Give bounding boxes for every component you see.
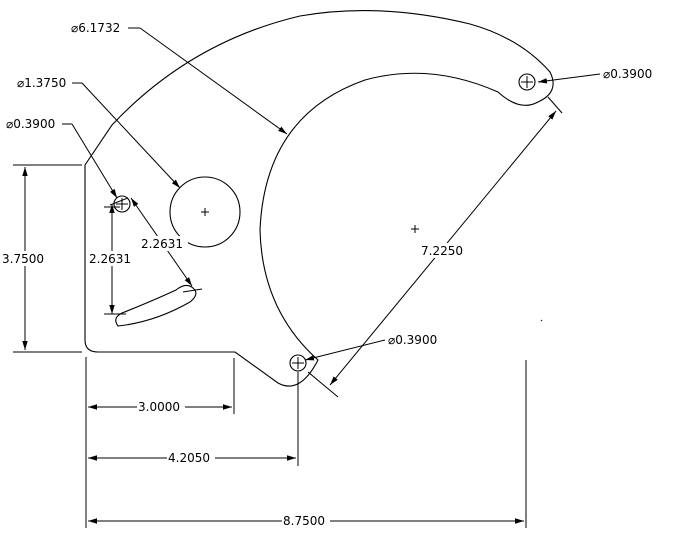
dim-label-slot-diagonal: 2.2631 [141, 237, 183, 251]
hole-bottom [289, 354, 307, 372]
dim-label-width-3: 3.0000 [138, 400, 180, 414]
curved-slot [115, 284, 197, 327]
dim-label-width-4: 4.2050 [168, 451, 210, 465]
holes [113, 73, 536, 372]
dim-label-large-hole-diameter: ⌀1.3750 [17, 76, 66, 90]
dim-label-width-total: 8.7500 [283, 514, 325, 528]
dim-label-slot-vertical: 2.2631 [89, 252, 131, 266]
hole-right [518, 73, 536, 91]
dim-label-height: 3.7500 [2, 252, 44, 266]
dim-label-hole-to-hole: 7.2250 [421, 244, 463, 258]
dimension-lines [13, 27, 601, 528]
part-outline [84, 10, 554, 387]
dimension-labels: ⌀6.1732 ⌀1.3750 ⌀0.3900 ⌀0.3900 ⌀0.3900 … [1, 20, 660, 529]
dim-label-bottom-hole-diameter: ⌀0.3900 [388, 333, 437, 347]
dim-label-left-hole-diameter: ⌀0.3900 [6, 117, 55, 131]
dim-label-arc-diameter: ⌀6.1732 [71, 21, 120, 35]
dim-label-right-hole-diameter: ⌀0.3900 [603, 67, 652, 81]
